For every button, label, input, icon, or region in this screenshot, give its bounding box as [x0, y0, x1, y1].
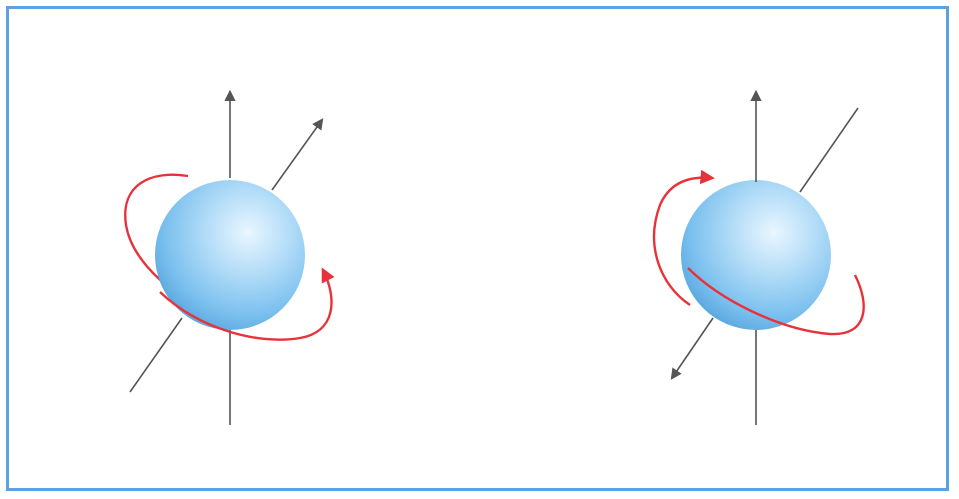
right-spinning-particle	[652, 89, 865, 425]
left-sphere	[155, 180, 305, 330]
right-tilted-axis-upper	[799, 107, 859, 193]
left-tilted-axis-upper	[271, 118, 324, 191]
right-orbit-ring-front	[687, 267, 865, 336]
left-tilted-axis-lower	[129, 317, 183, 393]
left-spinning-particle	[124, 89, 335, 425]
right-orbit-ring-back	[652, 169, 715, 306]
left-orbit-ring-front	[159, 267, 335, 341]
right-sphere	[681, 180, 831, 330]
right-tilted-axis-lower	[670, 317, 714, 380]
